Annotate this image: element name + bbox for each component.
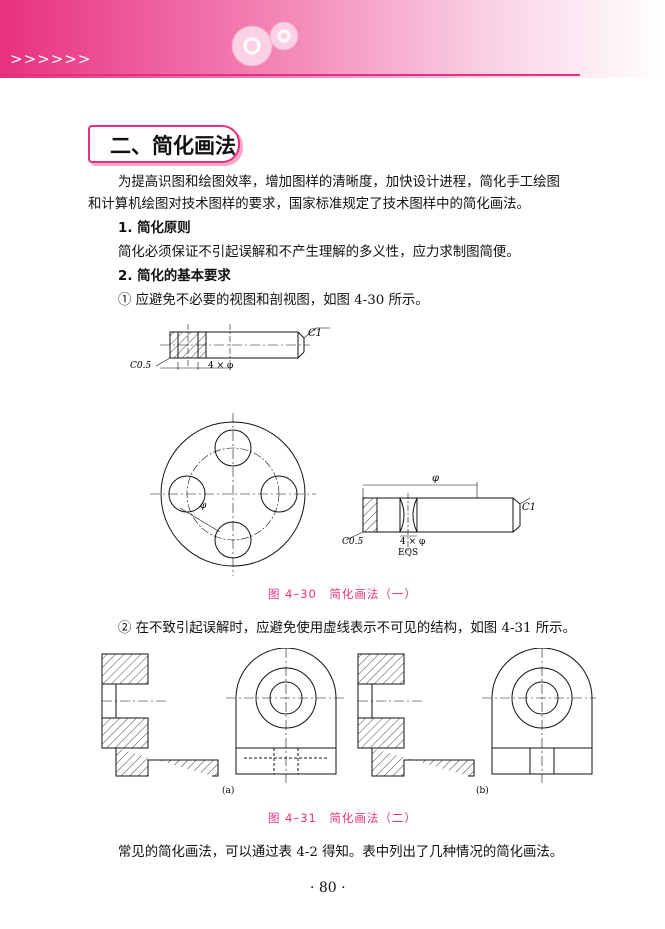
- label-a: (a): [222, 785, 234, 796]
- label-c05-top: C0.5: [130, 361, 151, 371]
- label-b: (b): [476, 785, 489, 796]
- circular-plate-view: [150, 413, 316, 576]
- figure-4-31: (a) (b): [101, 648, 596, 796]
- figure-4-30-caption: 图 4–30 简化画法（一）: [268, 587, 417, 601]
- section-title: 二、简化画法: [110, 134, 236, 158]
- gears-icon: [231, 21, 299, 67]
- page-number: · 80 ·: [310, 880, 346, 896]
- label-c05-right: C0.5: [342, 537, 363, 547]
- label-4phi-right: 4 × φ: [400, 537, 425, 547]
- label-phi-circle: φ: [200, 501, 207, 511]
- top-section-view: [155, 324, 330, 370]
- figure-4-31-caption: 图 4–31 简化画法（二）: [268, 811, 417, 825]
- label-phi-right: φ: [432, 473, 439, 484]
- label-eqs: EQS: [398, 548, 418, 558]
- heading-requirements: 2. 简化的基本要求: [118, 269, 231, 284]
- bracket-a-top-view: [226, 648, 346, 783]
- heading-principle: 1. 简化原则: [118, 221, 191, 236]
- bracket-b-section: [357, 653, 475, 777]
- header-rule: [0, 74, 580, 76]
- label-c1-right: C1: [522, 502, 536, 513]
- label-c1-top: C1: [308, 328, 322, 339]
- chevrons-decoration: >>>>>>: [10, 50, 92, 68]
- page-header-band: [0, 0, 665, 78]
- label-4phi-top: 4 × φ: [208, 361, 233, 371]
- figure-4-30: C1 C0.5 4 × φ φ φ C1 C0.5 4 × φ EQS: [130, 324, 536, 576]
- section-title-box: 二、简化画法: [88, 125, 240, 163]
- intro-line-1: 为提高识图和绘图效率，增加图样的清晰度，加快设计进程，简化手工绘图: [118, 175, 560, 190]
- right-section-view: [345, 482, 531, 553]
- item-1: ① 应避免不必要的视图和剖视图，如图 4-30 所示。: [118, 293, 429, 308]
- principle-text: 简化必须保证不引起误解和不产生理解的多义性，应力求制图简便。: [118, 245, 520, 260]
- bracket-a-section: [101, 653, 219, 777]
- bracket-b-top-view: [482, 648, 596, 783]
- item-2: ② 在不致引起误解时，应避免使用虚线表示不可见的结构，如图 4-31 所示。: [118, 621, 576, 636]
- outro-text: 常见的简化画法，可以通过表 4-2 得知。表中列出了几种情况的简化画法。: [118, 845, 564, 860]
- intro-line-2: 和计算机绘图对技术图样的要求，国家标准规定了技术图样中的简化画法。: [88, 197, 530, 212]
